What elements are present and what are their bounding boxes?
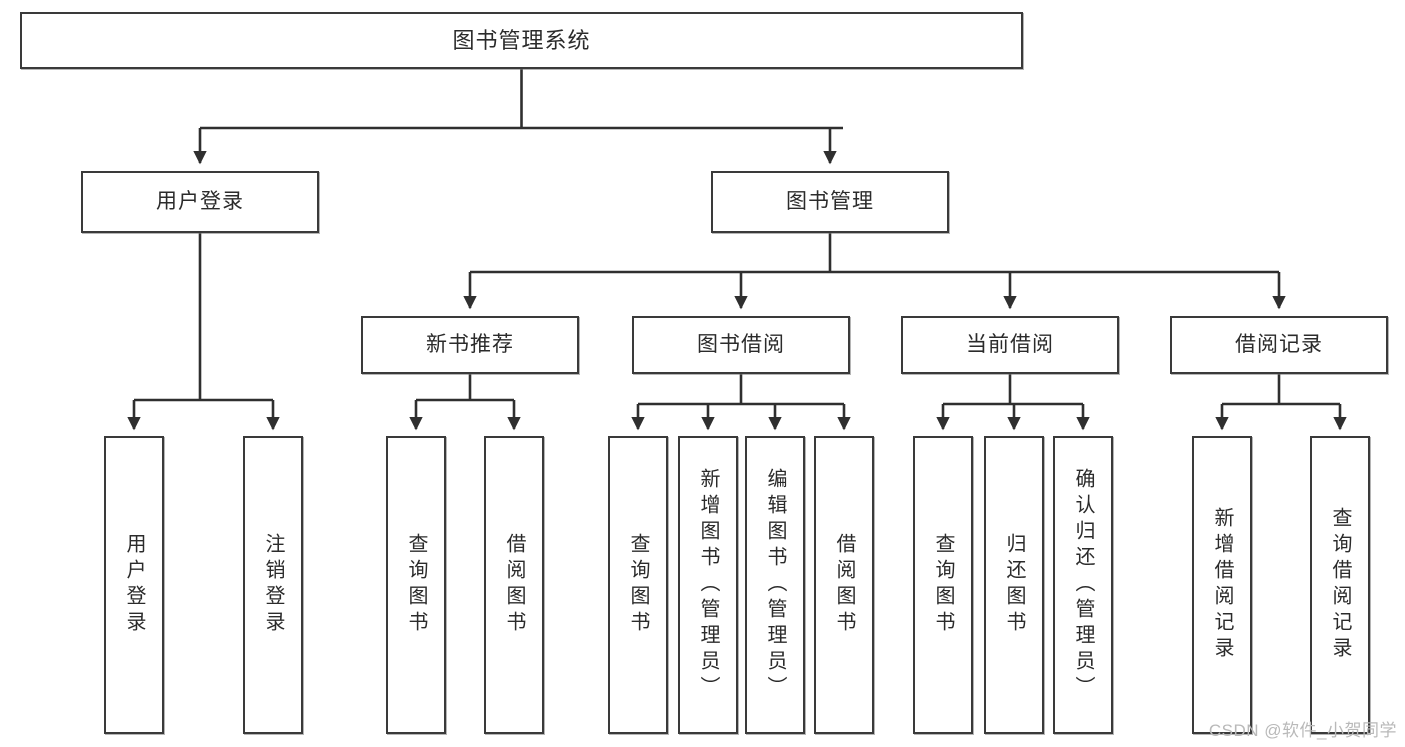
node-leaf-confirm-return-admin[interactable]: 确认归还（管理员） [1053, 436, 1113, 734]
node-label: 用户登录 [156, 190, 244, 214]
node-label: 用户登录 [123, 533, 145, 637]
node-label: 当前借阅 [966, 333, 1054, 357]
node-leaf-user-login[interactable]: 用户登录 [104, 436, 164, 734]
node-leaf-borrow-book-borrowing[interactable]: 借阅图书 [814, 436, 874, 734]
node-label: 新书推荐 [426, 333, 514, 357]
node-label: 查询图书 [627, 533, 649, 637]
watermark: CSDN @软件_小贺同学 [1208, 721, 1397, 740]
node-current-borrowing[interactable]: 当前借阅 [901, 316, 1119, 374]
node-leaf-query-book-current[interactable]: 查询图书 [913, 436, 973, 734]
node-label: 新增图书（管理员） [697, 468, 719, 702]
node-user-login[interactable]: 用户登录 [81, 171, 319, 233]
node-label: 查询借阅记录 [1329, 507, 1351, 663]
node-leaf-logout[interactable]: 注销登录 [243, 436, 303, 734]
node-label: 借阅图书 [503, 533, 525, 637]
node-label: 注销登录 [262, 533, 284, 637]
node-leaf-query-book-borrowing[interactable]: 查询图书 [608, 436, 668, 734]
node-label: 查询图书 [932, 533, 954, 637]
node-label: 图书管理 [786, 190, 874, 214]
node-label: 确认归还（管理员） [1072, 468, 1094, 702]
node-label: 图书管理系统 [452, 27, 591, 53]
node-label: 借阅记录 [1235, 333, 1323, 357]
node-borrowing-record[interactable]: 借阅记录 [1170, 316, 1388, 374]
node-new-book-recommendation[interactable]: 新书推荐 [361, 316, 579, 374]
node-leaf-borrow-book-recommend[interactable]: 借阅图书 [484, 436, 544, 734]
node-leaf-add-borrow-record[interactable]: 新增借阅记录 [1192, 436, 1252, 734]
node-label: 借阅图书 [833, 533, 855, 637]
node-label: 查询图书 [405, 533, 427, 637]
node-book-management[interactable]: 图书管理 [711, 171, 949, 233]
node-leaf-query-book-recommend[interactable]: 查询图书 [386, 436, 446, 734]
node-leaf-edit-book-admin[interactable]: 编辑图书（管理员） [745, 436, 805, 734]
node-book-borrowing[interactable]: 图书借阅 [632, 316, 850, 374]
node-root-system[interactable]: 图书管理系统 [20, 12, 1023, 69]
node-label: 编辑图书（管理员） [764, 468, 786, 702]
node-label: 归还图书 [1003, 533, 1025, 637]
node-leaf-add-book-admin[interactable]: 新增图书（管理员） [678, 436, 738, 734]
node-label: 图书借阅 [697, 333, 785, 357]
node-leaf-query-borrow-record[interactable]: 查询借阅记录 [1310, 436, 1370, 734]
node-label: 新增借阅记录 [1211, 507, 1233, 663]
node-leaf-return-book[interactable]: 归还图书 [984, 436, 1044, 734]
